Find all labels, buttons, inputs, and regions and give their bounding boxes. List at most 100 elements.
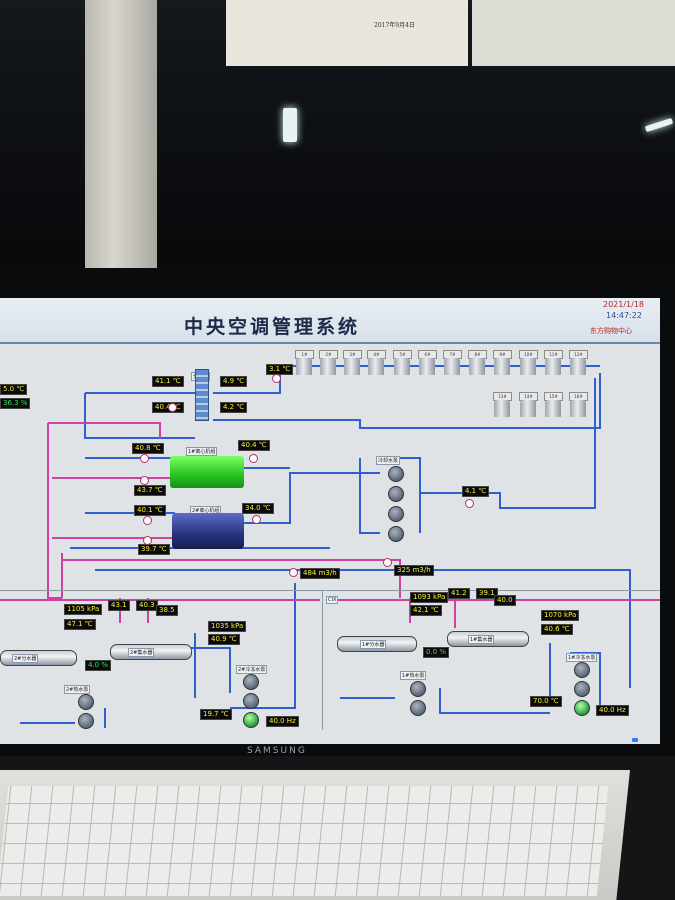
keyboard bbox=[0, 770, 631, 900]
valve[interactable] bbox=[272, 374, 281, 383]
right-pumps-label-a: 1#冷冻水泵 bbox=[566, 653, 598, 662]
cooling-tower[interactable]: 10# bbox=[518, 350, 538, 376]
chiller1-label: 1#离心机组 bbox=[186, 447, 218, 456]
right-pump-2[interactable] bbox=[574, 681, 590, 697]
left-branch-a: 43.1 bbox=[108, 600, 130, 611]
wall-notice-paper: 2017年9月4日 bbox=[226, 0, 468, 66]
monitor-brand: SAMSUNG bbox=[247, 746, 307, 756]
cw-pumps-label: 冷却水泵 bbox=[376, 456, 401, 465]
valve[interactable] bbox=[383, 558, 392, 567]
valve[interactable] bbox=[143, 536, 152, 545]
right-pump-1[interactable] bbox=[574, 662, 590, 678]
power-indicator bbox=[632, 738, 638, 742]
left-pump-5[interactable] bbox=[78, 713, 94, 729]
ceiling-light bbox=[283, 108, 297, 142]
temp-readout-4: 4.2 ℃ bbox=[220, 402, 248, 413]
cooling-tower[interactable]: 11# bbox=[543, 350, 563, 376]
left-pumps-label-a: 2#冷冻水泵 bbox=[236, 665, 268, 674]
right-pump-4[interactable] bbox=[410, 681, 426, 697]
cw-pump-4[interactable] bbox=[388, 526, 404, 542]
left-pumps-label-b: 2#热水泵 bbox=[64, 685, 91, 694]
cooling-tower[interactable]: 4# bbox=[366, 350, 386, 376]
valve[interactable] bbox=[140, 454, 149, 463]
cw-pump-1[interactable] bbox=[388, 466, 404, 482]
edge-pct-readout: 36.3 % bbox=[0, 398, 31, 409]
cooling-tower[interactable]: 9# bbox=[492, 350, 512, 376]
right-pressure2-readout: 1070 kPa bbox=[541, 610, 580, 621]
cw-pump-3[interactable] bbox=[388, 506, 404, 522]
cw-pump-2[interactable] bbox=[388, 486, 404, 502]
cooling-tower[interactable]: 2# bbox=[318, 350, 338, 376]
cooling-tower[interactable]: 1# bbox=[294, 350, 314, 376]
left-branch-b: 40.3 bbox=[136, 600, 158, 611]
right-tank-label: 1#分水器 bbox=[360, 640, 387, 649]
valve[interactable] bbox=[143, 516, 152, 525]
cooling-tower[interactable]: 8# bbox=[467, 350, 487, 376]
left-pump-1[interactable] bbox=[243, 674, 259, 690]
left-temp-readout: 47.1 ℃ bbox=[64, 619, 96, 630]
right-branch-a: 41.2 bbox=[448, 588, 470, 599]
paper-note: 2017年9月4日 bbox=[374, 22, 415, 29]
right-pump-5[interactable] bbox=[410, 700, 426, 716]
cooling-tower[interactable]: 6# bbox=[417, 350, 437, 376]
left-temp3-readout: 19.7 ℃ bbox=[200, 709, 232, 720]
cooling-tower[interactable]: 14# bbox=[518, 392, 538, 418]
title-bar: 中央空调管理系统 2021/1/18 14:47:22 东方购物中心 bbox=[0, 298, 660, 344]
wall-notice-paper-2 bbox=[472, 0, 675, 66]
edge-temp-readout: 5.0 ℃ bbox=[0, 384, 28, 395]
right-temp2-readout: 40.6 ℃ bbox=[541, 624, 573, 635]
temp-readout-1: 41.1 ℃ bbox=[152, 376, 184, 387]
valve[interactable] bbox=[140, 476, 149, 485]
keyboard-keys bbox=[0, 786, 609, 896]
cooling-tower[interactable]: 16# bbox=[568, 392, 588, 418]
scada-screen: 中央空调管理系统 2021/1/18 14:47:22 东方购物中心 bbox=[0, 298, 660, 744]
chiller1-low-temp: 43.7 ℃ bbox=[134, 485, 166, 496]
right-pct-readout: 0.0 % bbox=[423, 647, 450, 658]
left-pump-4[interactable] bbox=[78, 694, 94, 710]
right-branch-c: 40.0 bbox=[494, 595, 516, 606]
valve[interactable] bbox=[465, 499, 474, 508]
right-panel-label: CIX bbox=[326, 596, 339, 604]
panel-divider bbox=[0, 590, 660, 591]
chiller2-low-temp: 39.7 ℃ bbox=[138, 544, 170, 555]
right-pressure-readout: 1093 kPa bbox=[410, 592, 449, 603]
organization-name: 东方购物中心 bbox=[590, 327, 632, 335]
right-header-label: 1#集水器 bbox=[468, 635, 495, 644]
water-separator[interactable] bbox=[195, 369, 209, 421]
left-pct-readout: 4.0 % bbox=[85, 660, 112, 671]
left-pressure-readout: 1105 kPa bbox=[64, 604, 103, 615]
right-pump-3[interactable] bbox=[574, 700, 590, 716]
right-hz-readout: 40.0 Hz bbox=[596, 705, 629, 716]
chiller2-in-temp: 40.1 ℃ bbox=[134, 505, 166, 516]
panel-divider-vertical bbox=[322, 590, 323, 730]
temp-readout-3: 40.4 ℃ bbox=[152, 402, 184, 413]
chiller-1[interactable] bbox=[170, 456, 244, 488]
right-temp3-readout: 70.0 ℃ bbox=[530, 696, 562, 707]
cooling-tower[interactable]: 3# bbox=[342, 350, 362, 376]
cooling-tower[interactable]: 15# bbox=[543, 392, 563, 418]
valve[interactable] bbox=[289, 568, 298, 577]
cooling-tower[interactable]: 5# bbox=[392, 350, 412, 376]
tower-temp-readout: 3.1 ℃ bbox=[266, 364, 294, 375]
flow-readout-1: 484 m3/h bbox=[300, 568, 340, 579]
left-pump-2[interactable] bbox=[243, 693, 259, 709]
right-temp-readout: 42.1 ℃ bbox=[410, 605, 442, 616]
cw-temp-readout: 4.1 ℃ bbox=[462, 486, 490, 497]
right-branch-b: 39.1 bbox=[476, 588, 498, 599]
cooling-tower[interactable]: 12# bbox=[568, 350, 588, 376]
chiller1-in-temp: 40.8 ℃ bbox=[132, 443, 164, 454]
right-pumps-label-b: 1#热水泵 bbox=[400, 671, 427, 680]
time-display: 14:47:22 bbox=[606, 311, 642, 320]
valve[interactable] bbox=[168, 403, 177, 412]
page-title: 中央空调管理系统 bbox=[184, 316, 361, 338]
left-header-label: 2#集水器 bbox=[128, 648, 155, 657]
left-pump-3[interactable] bbox=[243, 712, 259, 728]
cooling-tower[interactable]: 7# bbox=[442, 350, 462, 376]
chiller-2[interactable] bbox=[172, 513, 244, 549]
valve[interactable] bbox=[252, 515, 261, 524]
date-display: 2021/1/18 bbox=[603, 300, 645, 309]
cooling-tower[interactable]: 13# bbox=[492, 392, 512, 418]
valve[interactable] bbox=[249, 454, 258, 463]
chiller2-out-temp: 34.0 ℃ bbox=[242, 503, 274, 514]
wall-pillar bbox=[85, 0, 157, 275]
